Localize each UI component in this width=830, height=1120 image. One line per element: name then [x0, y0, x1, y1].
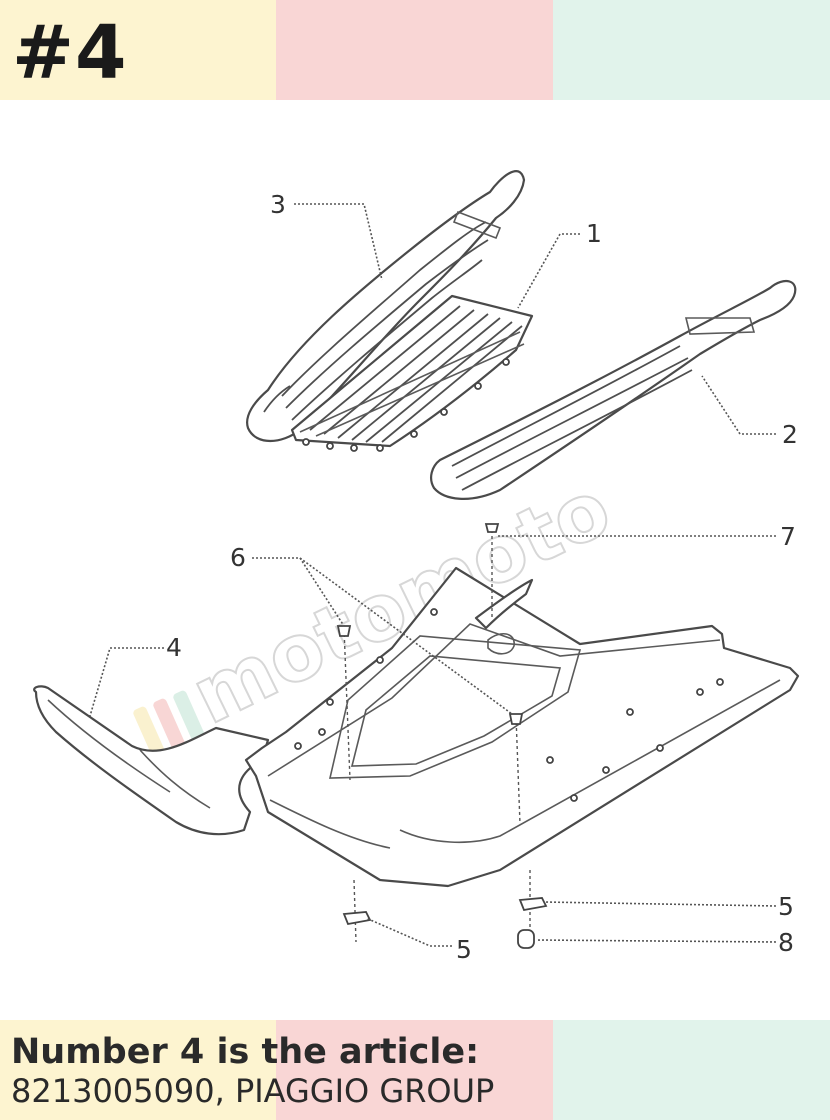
band-segment-yellow [0, 0, 276, 100]
caption-article-detail: 8213005090, PIAGGIO GROUP [11, 1072, 495, 1110]
callout-8: 8 [778, 928, 794, 957]
part-2-mat [430, 279, 797, 500]
footer-band [0, 1020, 830, 1120]
callout-2: 2 [782, 420, 798, 449]
band-segment-yellow [0, 1020, 276, 1120]
callout-3: 3 [270, 190, 286, 219]
watermark [133, 690, 205, 758]
callout-1: 1 [586, 219, 602, 248]
main-floor-panel [244, 566, 800, 888]
callout-5-left: 5 [456, 935, 472, 964]
callout-labels: 1 2 3 4 5 5 6 7 8 [166, 190, 798, 964]
fasteners [336, 523, 548, 949]
band-segment-mint [553, 1020, 830, 1120]
caption-heading: Number 4 is the article: [11, 1032, 480, 1072]
part-4-skirt [33, 685, 270, 836]
band-segment-mint [553, 0, 830, 100]
parts-diagram: motomoto [33, 170, 800, 964]
callout-7: 7 [780, 522, 796, 551]
callout-5-right: 5 [778, 892, 794, 921]
part-1-grid-plate [290, 294, 534, 452]
band-segment-pink [276, 0, 553, 100]
header-band [0, 0, 830, 100]
page-title: #4 [12, 10, 128, 96]
part-3-mat [246, 170, 526, 442]
leader-lines [89, 203, 777, 947]
band-segment-pink [276, 1020, 553, 1120]
callout-6: 6 [230, 543, 246, 572]
callout-4: 4 [166, 633, 182, 662]
